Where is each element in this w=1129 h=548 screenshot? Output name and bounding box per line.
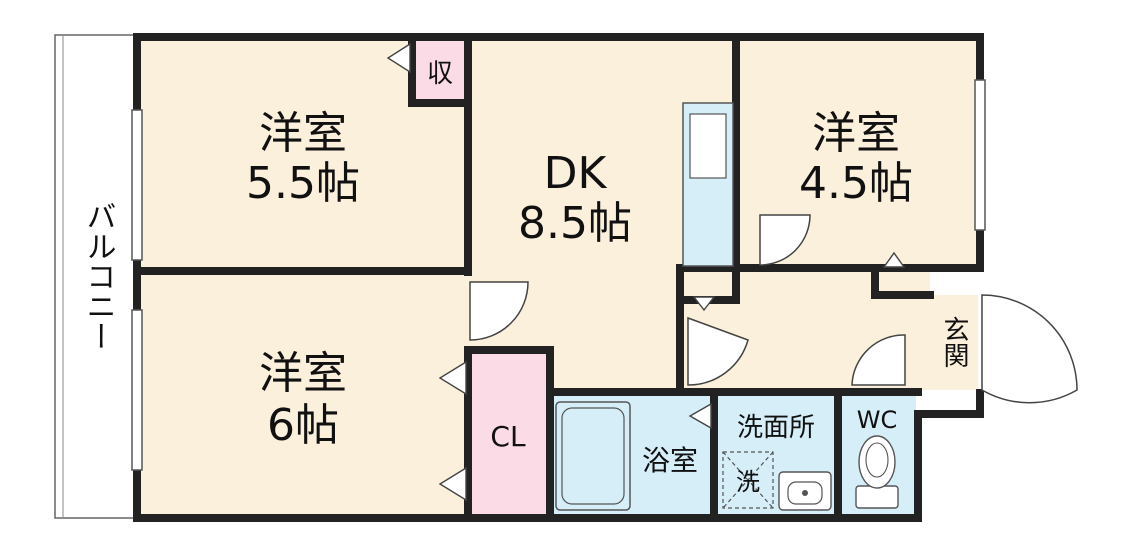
western-room-2-name: 洋室 — [812, 108, 900, 159]
western-room-3-floor — [140, 272, 468, 515]
closet-floor — [468, 352, 548, 515]
washroom-label: 洗面所 — [737, 413, 815, 443]
dk-lower-floor — [548, 350, 678, 390]
entrance-label: 玄関 — [939, 316, 969, 368]
washer-slot — [722, 451, 774, 509]
western-room-3-name: 洋室 — [259, 348, 347, 399]
toilet-label: WC — [857, 406, 898, 434]
windows — [131, 79, 986, 471]
washer-label: 洗 — [736, 468, 760, 496]
western-room-1-name: 洋室 — [259, 108, 347, 159]
closet-door-marks — [386, 42, 906, 502]
balcony-area — [54, 34, 138, 519]
storage-label: 収 — [427, 59, 453, 89]
dk-size: 8.5帖 — [518, 198, 632, 249]
western-room-2-size: 4.5帖 — [799, 158, 913, 209]
bathroom-label: 浴室 — [642, 444, 698, 477]
closet-label: CL — [490, 420, 526, 453]
bathtub — [555, 401, 631, 511]
western-room-1-size: 5.5帖 — [246, 158, 360, 209]
sink — [778, 471, 832, 511]
entrance-floor — [930, 295, 978, 390]
storage-floor — [415, 40, 465, 100]
kitchen-counter — [682, 102, 734, 267]
western-room-3-size: 6帖 — [267, 400, 339, 451]
balcony-label: バルコニー — [81, 201, 116, 351]
dk-name: DK — [544, 148, 608, 199]
toilet — [855, 435, 899, 509]
doors — [469, 214, 1078, 404]
